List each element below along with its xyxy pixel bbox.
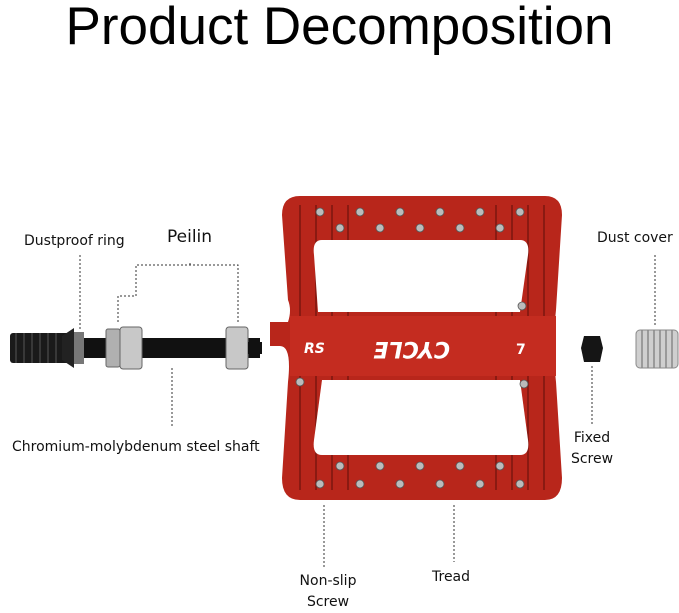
label-non-slip-line2: Screw (306, 594, 350, 610)
label-dust-cover: Dust cover (597, 230, 673, 246)
page-title: Product Decomposition (65, 0, 614, 56)
label-fixed-line2: Screw (570, 451, 614, 467)
pedal-body: RS CYCLE 7 (270, 196, 562, 500)
bearing-3 (225, 326, 249, 370)
label-fixed-line1: Fixed (573, 430, 611, 446)
label-peilin: Peilin (167, 227, 213, 247)
label-fixed-screw: Fixed Screw (562, 428, 622, 470)
shaft (10, 326, 262, 370)
leader-peilin (117, 264, 239, 322)
label-dustproof-ring: Dustproof ring (24, 233, 125, 249)
pedal-word: CYCLE (374, 336, 450, 361)
bearing-1 (105, 328, 121, 368)
dust-cover (635, 329, 679, 369)
label-non-slip-screw: Non-slip Screw (288, 571, 368, 613)
pedal-brand: RS (304, 341, 325, 357)
fixed-screw (581, 336, 603, 362)
non-slip-screws (295, 207, 529, 489)
leader-lines (79, 255, 656, 568)
label-shaft: Chromium-molybdenum steel shaft (12, 439, 260, 455)
label-non-slip-line1: Non-slip (299, 573, 357, 589)
label-tread: Tread (432, 569, 471, 585)
bearing-2 (119, 326, 143, 370)
dustproof-ring (74, 332, 84, 364)
pedal-mark: 7 (516, 342, 526, 358)
